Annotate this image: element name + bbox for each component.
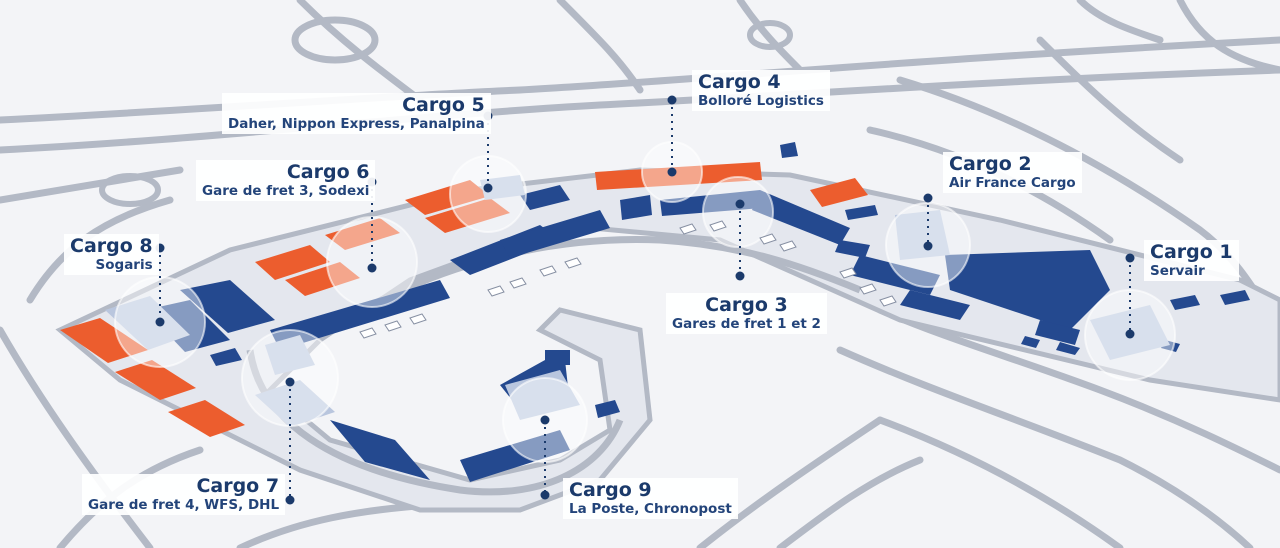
roundabout: [291, 16, 379, 64]
roundabout: [747, 20, 793, 50]
taxiway: [328, 236, 862, 333]
zone-operators: Bolloré Logistics: [698, 92, 824, 109]
zone-name: Cargo 2: [949, 153, 1032, 175]
zone-operators: La Poste, Chronopost: [569, 500, 732, 517]
zone-highlights: [105, 175, 1170, 427]
zone-name: Cargo 6: [286, 161, 370, 183]
zone-operators: Air France Cargo: [949, 174, 1076, 191]
aircraft-marks: [359, 220, 897, 339]
zone-name: Cargo 7: [196, 475, 280, 497]
orange-buildings: [60, 162, 868, 437]
zone-label-cargo-1: Cargo 1 Servair: [1144, 240, 1239, 282]
roundabout: [99, 173, 161, 207]
zone-label-cargo-9: Cargo 9 La Poste, Chronopost: [563, 478, 738, 520]
zone-name: Cargo 1: [1150, 241, 1233, 263]
zone-name: Cargo 4: [698, 71, 781, 93]
zone-label-cargo-4: Cargo 4 Bolloré Logistics: [692, 70, 830, 112]
zone-name: Cargo 8: [70, 235, 153, 257]
zone-label-cargo-3: Cargo 3 Gares de fret 1 et 2: [666, 293, 827, 335]
zone-operators: Sogaris: [95, 256, 153, 273]
zone-label-cargo-7: Cargo 7 Gare de fret 4, WFS, DHL: [82, 474, 286, 516]
zone-label-cargo-6: Cargo 6 Gare de fret 3, Sodexi: [196, 160, 376, 202]
zone-label-cargo-5: Cargo 5 Daher, Nippon Express, Panalpina: [222, 93, 491, 135]
zone-operators: Gare de fret 3, Sodexi: [202, 182, 370, 199]
zone-operators: Servair: [1150, 262, 1205, 279]
zone-label-cargo-8: Cargo 8 Sogaris: [64, 234, 159, 276]
zone-operators: Gare de fret 4, WFS, DHL: [88, 496, 280, 513]
zone-name: Cargo 5: [402, 94, 485, 116]
zone-name: Cargo 9: [569, 479, 652, 501]
zone-label-cargo-2: Cargo 2 Air France Cargo: [943, 152, 1082, 194]
zone-operators: Gares de fret 1 et 2: [672, 315, 821, 332]
zone-operators: Daher, Nippon Express, Panalpina: [228, 115, 485, 132]
zone-name: Cargo 3: [705, 294, 788, 316]
leader-lines: [159, 100, 1131, 500]
